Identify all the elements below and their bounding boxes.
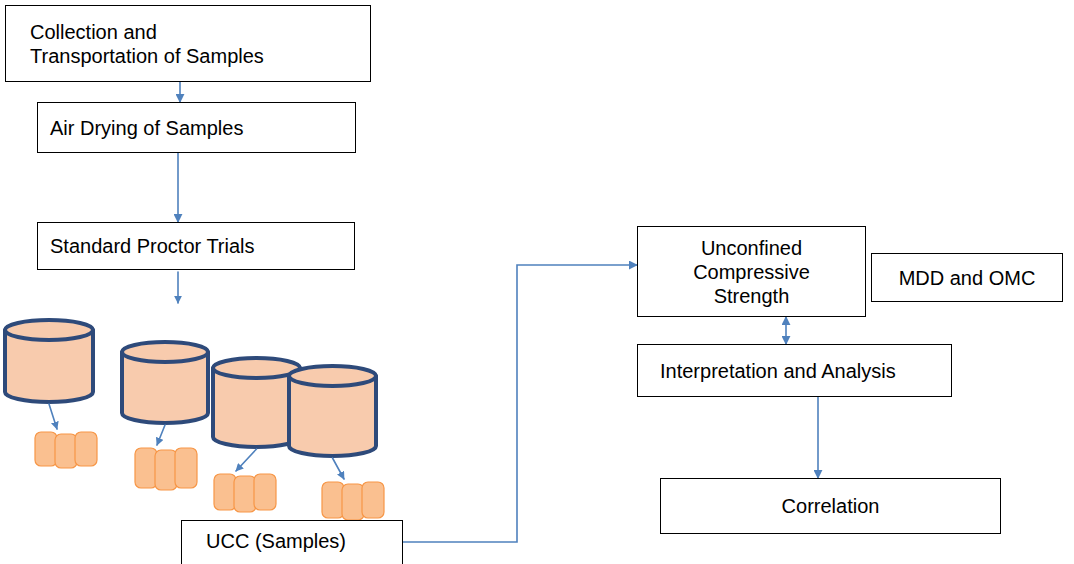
flow-arrow: [785, 317, 787, 344]
ucc-specimen: [75, 432, 97, 466]
mould-top: [289, 366, 376, 386]
ucc-specimen: [362, 482, 384, 518]
ucc-specimen: [155, 450, 177, 490]
flow-arrow: [817, 397, 819, 478]
mould-group: [5, 272, 384, 520]
box-text: UCC (Samples): [206, 529, 392, 553]
box-text: Interpretation and Analysis: [660, 359, 941, 383]
process-box: Collection and Transportation of Samples: [5, 5, 371, 82]
ucc-specimen: [175, 448, 197, 488]
mould-top: [122, 342, 208, 362]
label-box: UCC (Samples): [181, 520, 403, 564]
ucc-specimen: [35, 432, 57, 466]
flow-arrow: [179, 82, 181, 102]
box-text: Unconfined Compressive Strength: [658, 236, 845, 308]
box-text: Air Drying of Samples: [50, 116, 345, 140]
ucc-specimen: [135, 448, 157, 488]
box-text: MDD and OMC: [880, 266, 1054, 290]
box-text: Correlation: [671, 494, 990, 518]
process-box: Correlation: [660, 478, 1001, 534]
process-box: Air Drying of Samples: [37, 102, 356, 153]
ucc-specimen: [55, 434, 77, 468]
flow-arrow: [403, 265, 637, 542]
box-text: Collection and Transportation of Samples: [30, 20, 290, 68]
ucc-specimen: [214, 474, 236, 510]
box-text: Standard Proctor Trials: [50, 234, 344, 258]
arrow-line: [157, 425, 165, 445]
mould-top: [213, 358, 300, 378]
process-box: Interpretation and Analysis: [637, 344, 952, 397]
arrow-line: [333, 458, 345, 479]
arrow-line: [177, 272, 179, 303]
ucc-specimen: [342, 484, 364, 520]
arrow-line: [236, 449, 257, 471]
ucc-specimen: [322, 482, 344, 518]
result-box: MDD and OMC: [871, 253, 1063, 302]
mould-top: [5, 320, 93, 340]
flow-arrow: [177, 153, 179, 222]
ucc-specimen: [234, 476, 256, 512]
process-box: Standard Proctor Trials: [37, 222, 355, 270]
ucc-specimen: [254, 474, 276, 510]
arrow-line: [49, 404, 57, 429]
process-box: Unconfined Compressive Strength: [637, 226, 866, 317]
